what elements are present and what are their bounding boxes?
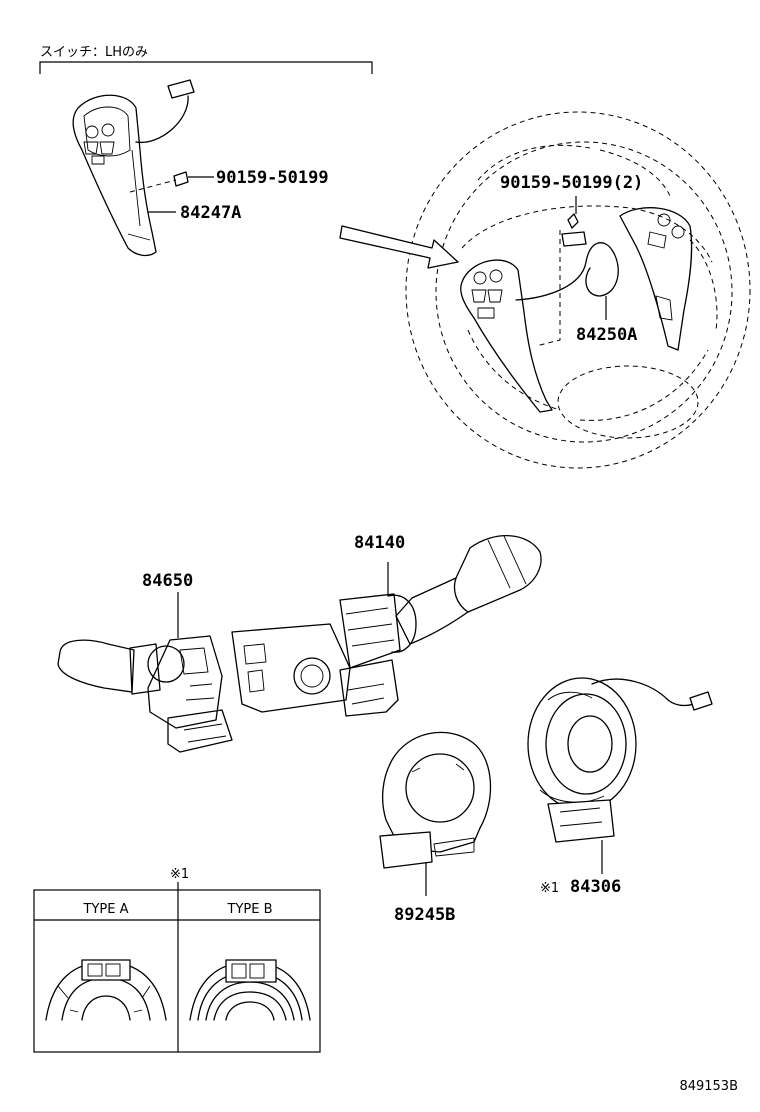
lh-only-bracket: スイッチ：LHのみ xyxy=(39,45,373,74)
header-note: スイッチ：LHのみ xyxy=(40,45,148,60)
lh-switch-assembly xyxy=(72,79,214,257)
type-b-header: TYPE B xyxy=(227,902,273,917)
spiral-cable xyxy=(527,677,713,874)
label-lh-switch: 84247A xyxy=(180,203,241,223)
figure-code: 849153B xyxy=(679,1079,738,1094)
label-wiper-switch: 84140 xyxy=(354,533,405,553)
label-screw-double: 90159-50199(2) xyxy=(500,173,643,193)
detail-mark: ※1 xyxy=(170,867,189,882)
detail-table: ※1 TYPE A TYPE B xyxy=(33,867,321,1053)
wiper-switch-assembly xyxy=(231,535,542,717)
steering-sensor xyxy=(379,731,492,896)
type-a-header: TYPE A xyxy=(83,902,129,917)
turn-switch-assembly xyxy=(57,592,233,753)
label-turn-switch: 84650 xyxy=(142,571,193,591)
label-spiral-cable: 84306 xyxy=(570,877,621,897)
steering-wheel xyxy=(339,111,751,469)
spiral-cable-mark: ※1 xyxy=(540,881,559,896)
label-sensor: 89245B xyxy=(394,905,455,925)
label-screw-single: 90159-50199 xyxy=(216,168,329,188)
label-wheel-switch: 84250A xyxy=(576,325,637,345)
